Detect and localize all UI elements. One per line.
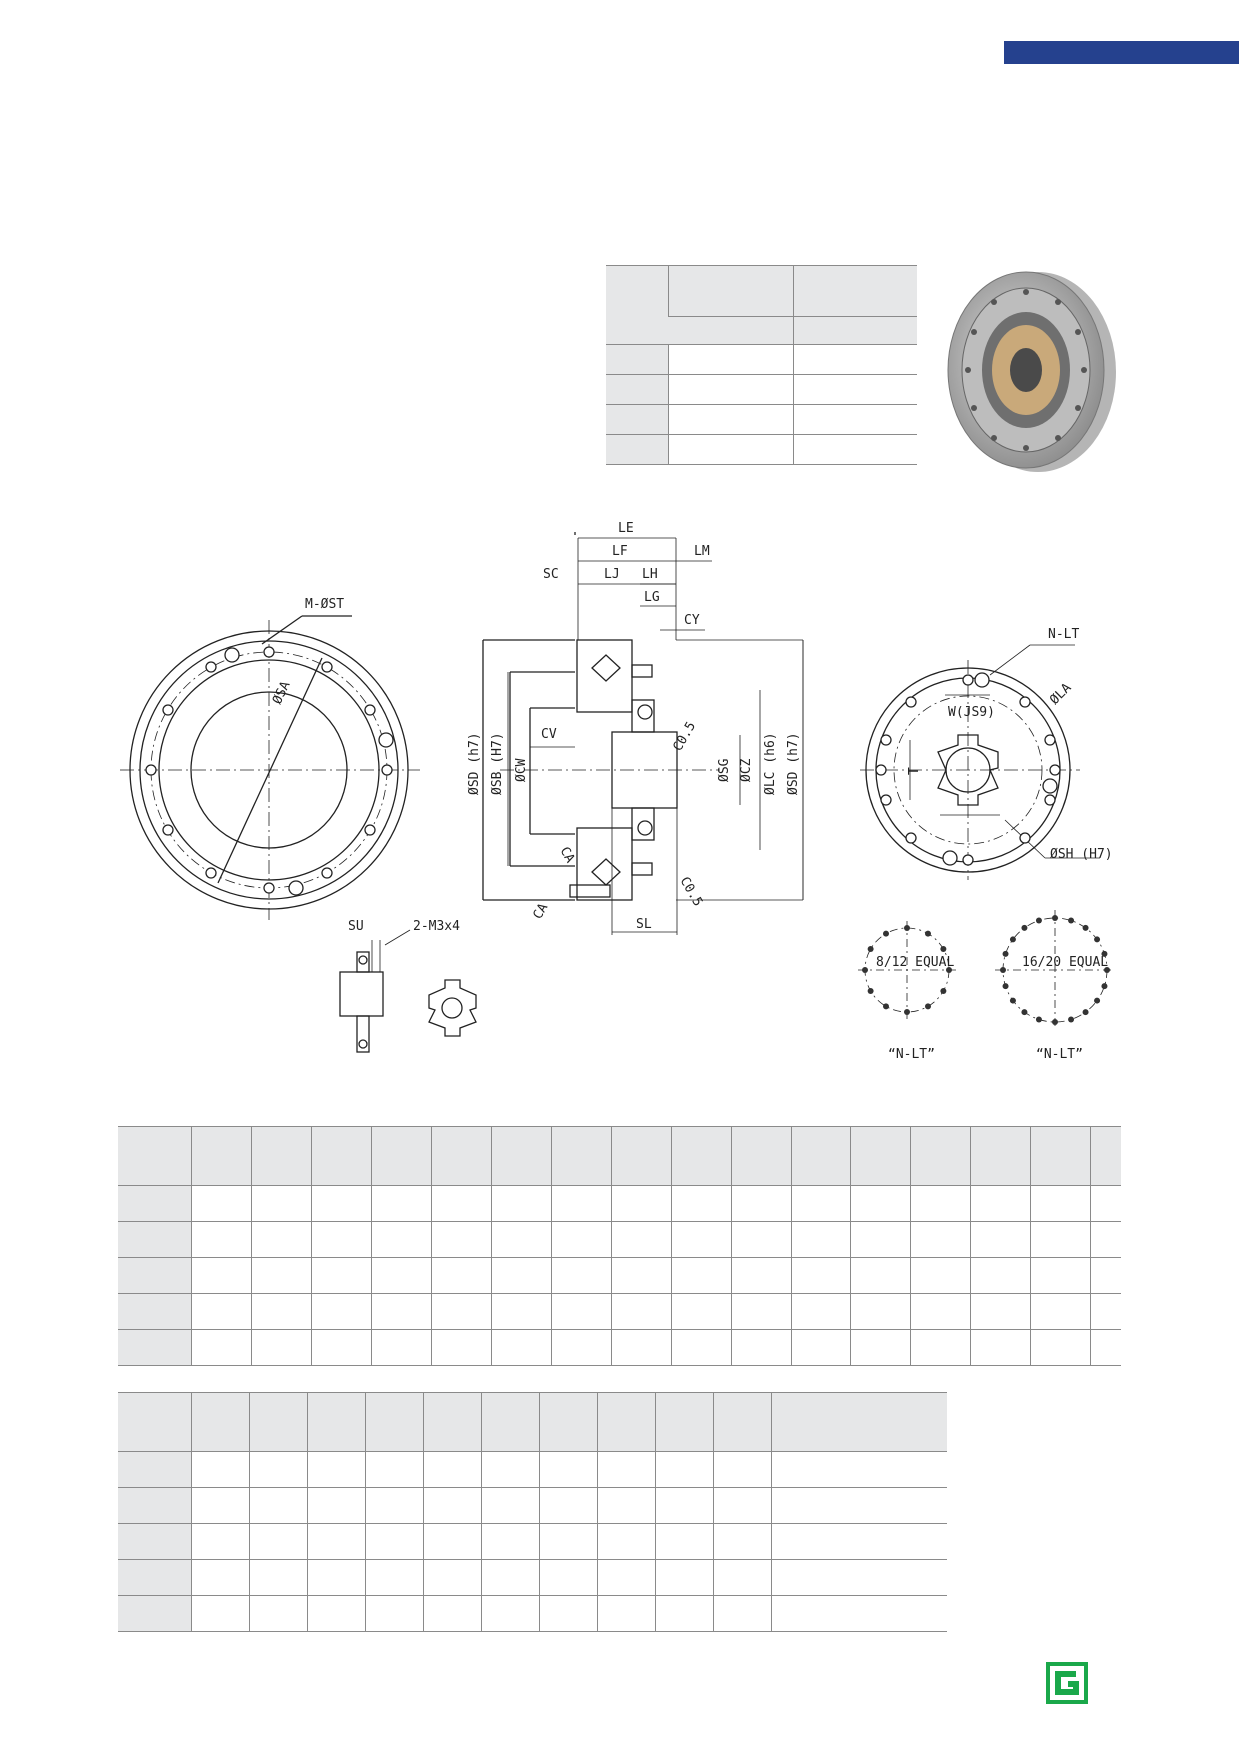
pattern-hole (1035, 917, 1042, 924)
dim-sh: ØSH (H7) (1050, 847, 1113, 862)
gearbox-photo (947, 271, 1116, 472)
nlt-caption-b: “N-LT” (1036, 1047, 1083, 1062)
dim-sd-left: ØSD (h7) (467, 732, 482, 795)
output-bolt-holes (875, 672, 1061, 866)
pattern-hole (862, 967, 868, 973)
pattern-hole (1101, 950, 1108, 957)
pattern-hole (1052, 1019, 1058, 1025)
dim-lc: ØLC (h6) (763, 732, 778, 795)
pattern-hole (1021, 1009, 1028, 1016)
pattern-hole (1009, 997, 1016, 1004)
pattern-hole (1021, 924, 1028, 931)
dim-t: T (907, 767, 922, 775)
section-view (482, 532, 804, 935)
flange-front-view (120, 615, 420, 920)
pattern-hole (1009, 936, 1016, 943)
dim-sg: ØSG (717, 758, 732, 782)
coupling-front-view (428, 979, 477, 1037)
dim-le: LE (618, 521, 634, 536)
pattern-hole (883, 930, 889, 937)
nlt-caption-a: “N-LT” (888, 1047, 935, 1062)
dim-lh: LH (642, 567, 658, 582)
pattern-hole (940, 988, 947, 994)
technical-drawing: LE LF LM SC LJ LH LG CY CV C0.5 C0.5 CA … (120, 521, 1115, 1062)
dim-cy: CY (684, 613, 700, 628)
pattern-hole (925, 1003, 931, 1010)
pattern-hole (1101, 983, 1108, 990)
dim-cz: ØCZ (739, 758, 754, 782)
small-spec-table (606, 265, 917, 465)
dim-lf: LF (612, 544, 628, 559)
dim-sa: ØSA (270, 679, 294, 707)
g-logo (1046, 1662, 1088, 1704)
dim-sl: SL (636, 917, 652, 932)
pattern-hole (1000, 967, 1006, 973)
equal-16-20-label: 16/20 EQUAL (1022, 955, 1108, 970)
dim-cw: ØCW (514, 758, 529, 782)
pattern-hole (1002, 983, 1009, 990)
dim-sc: SC (543, 567, 559, 582)
dim-sb: ØSB (H7) (490, 732, 505, 795)
flange-bolt-holes (145, 646, 394, 896)
dim-wjs9: W(JS9) (948, 705, 995, 720)
pattern-hole (1104, 967, 1110, 973)
pattern-hole (1082, 1009, 1089, 1016)
equal-8-12-label: 8/12 EQUAL (876, 955, 954, 970)
pattern-hole (867, 988, 874, 994)
dim-ca-lower: CA (530, 901, 551, 922)
dim-la: ØLA (1047, 680, 1074, 707)
dim-c05-top: C0.5 (670, 719, 699, 754)
pattern-hole (904, 1009, 910, 1015)
coupling-side-view (339, 929, 411, 1053)
header-accent-bar (1004, 41, 1239, 64)
dim-ca-upper: CA (557, 845, 578, 866)
dim-m3x4: 2-M3x4 (413, 919, 460, 934)
dim-mst: M-ØST (305, 597, 344, 612)
pattern-hole (1002, 950, 1009, 957)
pattern-hole (1094, 997, 1101, 1004)
equal-pattern-circles (858, 910, 1115, 1030)
dim-sd-right: ØSD (h7) (786, 732, 801, 795)
pattern-hole (904, 925, 910, 931)
dim-cv: CV (541, 727, 557, 742)
dimension-table-1 (118, 1126, 1121, 1366)
pattern-hole (1094, 936, 1101, 943)
pattern-hole (925, 930, 931, 937)
pattern-hole (1035, 1016, 1042, 1023)
pattern-hole (1068, 1016, 1075, 1023)
pattern-hole (867, 946, 874, 952)
pattern-hole (1052, 915, 1058, 921)
pattern-hole (946, 967, 952, 973)
dim-nlt: N-LT (1048, 627, 1079, 642)
dim-lj: LJ (604, 567, 620, 582)
pattern-hole (940, 946, 947, 952)
dim-su: SU (348, 919, 364, 934)
pattern-hole (883, 1003, 889, 1010)
pattern-hole (1068, 917, 1075, 924)
pattern-hole (1082, 924, 1089, 931)
dim-c05-bottom: C0.5 (677, 875, 706, 910)
dimension-table-2 (118, 1392, 947, 1632)
dim-lm: LM (694, 544, 710, 559)
dim-lg: LG (644, 590, 660, 605)
